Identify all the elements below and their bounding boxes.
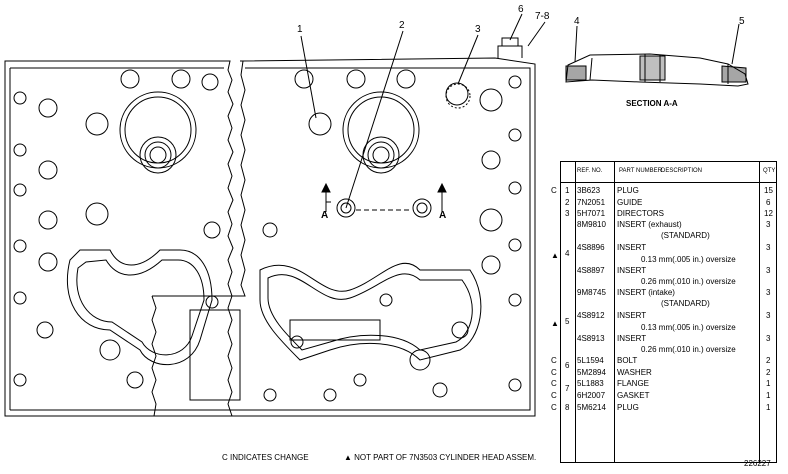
- row-mark: C: [551, 368, 557, 377]
- row-part: 8M9810: [577, 220, 606, 229]
- row-desc: PLUG: [617, 186, 639, 195]
- callout-2: 2: [399, 20, 405, 31]
- row-part: 3B623: [577, 186, 601, 195]
- row-qty: 12: [764, 209, 773, 218]
- row-desc: INSERT: [617, 243, 647, 252]
- change-note: C INDICATES CHANGE: [222, 453, 309, 462]
- row-part: 6H2007: [577, 391, 606, 400]
- row-desc: 0.26 mm(.010 in.) oversize: [641, 345, 736, 354]
- callout-3: 3: [475, 24, 481, 35]
- right-head-outline: [151, 57, 536, 417]
- row-desc: WASHER: [617, 368, 652, 377]
- callout-5: 5: [739, 16, 745, 27]
- callout-6: 6: [518, 4, 524, 15]
- row-desc: FLANGE: [617, 379, 650, 388]
- row-desc: INSERT: [617, 266, 647, 275]
- row-desc: INSERT (intake): [617, 288, 675, 297]
- row-desc: GUIDE: [617, 198, 643, 207]
- row-desc: (STANDARD): [661, 231, 710, 240]
- row-mark: C: [551, 186, 557, 195]
- row-mark: C: [551, 403, 557, 412]
- row-mark: C: [551, 356, 557, 365]
- row-part: 5L1883: [577, 379, 604, 388]
- row-desc: 0.13 mm(.005 in.) oversize: [641, 255, 736, 264]
- row-part: 4S8912: [577, 311, 605, 320]
- row-qty: 3: [766, 288, 771, 297]
- row-ref: 1: [565, 186, 570, 195]
- row-ref: 8: [565, 403, 570, 412]
- row-desc: INSERT: [617, 311, 647, 320]
- row-part: 5H7071: [577, 209, 606, 218]
- header-qty: QTY: [763, 168, 776, 174]
- row-ref: 5: [565, 317, 570, 326]
- row-desc: GASKET: [617, 391, 650, 400]
- callout-7-8: 7-8: [535, 11, 550, 22]
- row-part: 5L1594: [577, 356, 604, 365]
- row-desc: DIRECTORS: [617, 209, 664, 218]
- row-desc: 0.13 mm(.005 in.) oversize: [641, 323, 736, 332]
- row-qty: 15: [764, 186, 773, 195]
- figure-number: 226227: [744, 459, 771, 468]
- callout-1: 1: [297, 24, 303, 35]
- left-head-outline: [4, 60, 234, 417]
- row-ref: 6: [565, 361, 570, 370]
- row-part: 9M8745: [577, 288, 606, 297]
- row-desc: INSERT: [617, 334, 647, 343]
- row-part: 5M2894: [577, 368, 606, 377]
- section-marker-left: A: [321, 210, 329, 221]
- row-qty: 3: [766, 334, 771, 343]
- row-ref: 2: [565, 198, 570, 207]
- not-part-note: ▲ NOT PART OF 7N3503 CYLINDER HEAD ASSEM…: [344, 453, 537, 462]
- header-part-number: PART NUMBER: [619, 168, 663, 174]
- row-qty: 6: [766, 198, 771, 207]
- row-mark: ▲: [551, 251, 559, 260]
- row-desc: PLUG: [617, 403, 639, 412]
- callout-4: 4: [574, 16, 580, 27]
- row-ref: 7: [565, 384, 570, 393]
- header-description: DESCRIPTION: [661, 168, 703, 174]
- row-desc: 0.26 mm(.010 in.) oversize: [641, 277, 736, 286]
- row-part: 4S8897: [577, 266, 605, 275]
- row-desc: INSERT (exhaust): [617, 220, 682, 229]
- row-qty: 3: [766, 311, 771, 320]
- row-desc: (STANDARD): [661, 299, 710, 308]
- row-mark: ▲: [551, 319, 559, 328]
- row-ref: 3: [565, 209, 570, 218]
- row-part: 7N2051: [577, 198, 606, 207]
- row-qty: 3: [766, 266, 771, 275]
- row-qty: 1: [766, 379, 771, 388]
- row-ref: 4: [565, 249, 570, 258]
- row-part: 5M6214: [577, 403, 606, 412]
- row-qty: 2: [766, 356, 771, 365]
- row-mark: C: [551, 379, 557, 388]
- section-title: SECTION A-A: [626, 99, 678, 108]
- row-part: 4S8896: [577, 243, 605, 252]
- row-qty: 2: [766, 368, 771, 377]
- section-marker-right: A: [439, 210, 447, 221]
- row-mark: C: [551, 391, 557, 400]
- row-qty: 3: [766, 243, 771, 252]
- row-qty: 1: [766, 403, 771, 412]
- row-desc: BOLT: [617, 356, 638, 365]
- row-qty: 1: [766, 391, 771, 400]
- row-qty: 3: [766, 220, 771, 229]
- header-ref-no: REF. NO.: [577, 168, 603, 174]
- row-part: 4S8913: [577, 334, 605, 343]
- parts-table: REF. NO. PART NUMBER DESCRIPTION QTY C 1…: [551, 161, 777, 463]
